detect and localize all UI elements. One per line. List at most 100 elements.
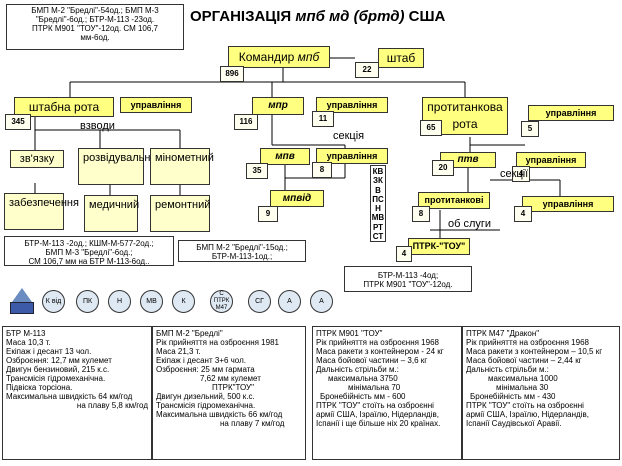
weapons-column: КВ ЗК В ПС Н МВ РТ СТ — [370, 165, 386, 242]
note-line: ПТРК М901 "ТОУ"-12од. СМ 106,7 — [32, 24, 158, 33]
legend-circle: Н — [108, 290, 131, 313]
at-sections-count: 8 — [412, 206, 430, 222]
panel-line: ПТРК "ТОУ" стоїть на озброєнні — [316, 401, 434, 410]
infantry-platoon-box: мпв — [260, 148, 310, 165]
infantry-company-mgmt-box: управління — [316, 97, 388, 113]
panel-line: Озброєння: 12,7 мм кулемет — [6, 356, 112, 365]
panel-line: Дальність стрільби м.: — [466, 365, 549, 374]
note-line: СМ 106,7 мм на БТР М-113-6од.. — [28, 257, 150, 266]
panel-line: мінімальна 30 — [496, 383, 549, 392]
commander-label: Командир — [238, 50, 295, 64]
panel-line: Трансмісія гідромеханічна. — [156, 401, 256, 410]
weapon-code: В — [375, 185, 381, 195]
at-company-mgmt-box: управління — [528, 105, 614, 121]
infantry-platoon-mgmt-count: 8 — [312, 162, 332, 178]
infantry-platoon-count: 35 — [246, 163, 268, 179]
section-label: секція — [333, 130, 365, 142]
hq-equipment-note: БТР-М-113 -2од.; КШМ-М-577-2од.; БМП М-3… — [4, 236, 174, 266]
panel-line: Іспанії Саудівської Аравії. — [466, 419, 562, 428]
legend-circle: К від — [42, 290, 65, 313]
commander-unit: мпб — [297, 50, 320, 64]
weapon-code: КВ — [372, 167, 384, 176]
at-platoon-mgmt-count: 4 — [512, 166, 530, 182]
at-platoon-count: 20 — [432, 160, 454, 176]
note-line: БТР-М-113 -4од; — [377, 271, 439, 280]
panel-ptrk-m47: ПТРК М47 "Дракон" Рік прийняття на озбро… — [462, 326, 620, 460]
at-sections-box: протитанкові — [418, 192, 490, 209]
triangle-icon — [12, 288, 32, 302]
panel-bmp-m2: БМП М-2 "Бредлі" Рік прийняття на озброє… — [152, 326, 306, 460]
legend-circle: ПК — [76, 290, 99, 313]
panel-line: Рік прийняття на озброєння 1981 — [156, 338, 279, 347]
panel-line: БМП М-2 "Бредлі" — [156, 329, 223, 338]
panel-line: армії США, Ізраїлю, Нідерландів, — [466, 410, 589, 419]
top-equipment-note: БМП М-2 "Бредлі"-54од.; БМП М-3 "Бредлі"… — [6, 4, 184, 50]
platoon-repair: ремонтний — [150, 195, 210, 232]
staff-company-mgmt-box: управління — [120, 97, 192, 113]
infantry-platoon-mgmt-box: управління — [316, 148, 388, 164]
commander-box: Командир мпб — [228, 46, 330, 68]
panel-line: ПТРК М901 "ТОУ" — [316, 329, 383, 338]
panel-line: Рік прийняття на озброєння 1968 — [316, 338, 439, 347]
panel-line: Підвіска торсіона. — [6, 383, 73, 392]
weapon-code: ПС — [372, 194, 384, 204]
panel-line: Іспанії і ще більше ніх 20 країнах. — [316, 419, 441, 428]
platoon-mortar: мінометний — [150, 148, 214, 185]
note-line: мм-6од. — [80, 33, 110, 42]
at-company-mgmt-count: 5 — [521, 121, 539, 137]
legend-circle: С ПТРК М47 — [210, 290, 233, 313]
weapon-code: МВ — [371, 213, 385, 223]
sections-label: секції — [500, 168, 529, 180]
panel-line: Рік прийняття на озброєння 1968 — [466, 338, 589, 347]
panel-line: Маса ракети з контейнером - 24 кг — [316, 347, 444, 356]
legend-circle: СГ — [248, 290, 271, 313]
title-plain: ОРГАНІЗАЦІЯ — [190, 8, 292, 25]
panel-line: Дальність стрільби м.: — [316, 365, 399, 374]
staff-company-count: 345 — [5, 114, 31, 130]
panel-line: Бронебійність мм - 430 — [470, 392, 556, 401]
platoon-signal: зв'язку — [10, 150, 64, 168]
at-platoon-mgmt-box: управління — [516, 152, 586, 168]
staff-company-box: штабна рота — [14, 97, 114, 117]
panel-line: Максимальна швидкість 64 км/год — [6, 392, 133, 401]
armored-vehicle-icon — [10, 302, 34, 314]
panel-ptrk-m901: ПТРК М901 "ТОУ" Рік прийняття на озброєн… — [312, 326, 462, 460]
platoon-recon: розвідувальний — [78, 148, 163, 185]
ptrk-count: 4 — [396, 246, 412, 262]
commander-count: 896 — [220, 66, 244, 82]
panel-btr-m113: БТР М-113 Маса 10,3 т. Екіпаж і десант 1… — [2, 326, 152, 460]
platoon-medical: медичний — [84, 195, 139, 232]
legend-circle: А — [278, 290, 301, 313]
infantry-company-mgmt-count: 11 — [312, 111, 334, 127]
staff-box: штаб — [378, 48, 424, 68]
panel-line: Максимальна швидкість 66 км/год — [156, 410, 283, 419]
legend-circle: К — [172, 290, 195, 313]
panel-line: Бронебійність мм - 600 — [320, 392, 406, 401]
panel-line: Маса бойової частини – 2,44 кг — [466, 356, 582, 365]
panel-line: на плаву 7 км/год — [220, 419, 285, 428]
panel-line: Маса 10,3 т. — [6, 338, 51, 347]
note-line: БТР-М-113-1од.; — [211, 252, 273, 261]
note-line: "Бредлі"-6од.; БТР-М-113 -23од. — [35, 15, 155, 24]
weapon-code: СТ — [372, 232, 384, 242]
at-company-count: 65 — [420, 120, 442, 136]
panel-line: Двигун дизельний, 500 к.с. — [156, 392, 255, 401]
at-equipment-note: БТР-М-113 -4од; ПТРК М901 "ТОУ"-12од. — [344, 266, 472, 292]
panel-line: Екіпаж і десант 13 чол. — [6, 347, 92, 356]
platoon-supply: забезпечення — [4, 193, 79, 230]
panel-line: БТР М-113 — [6, 329, 46, 338]
at-sections-mgmt-box: управління — [522, 196, 614, 212]
note-line: ПТРК М901 "ТОУ"-12од. — [363, 280, 453, 289]
weapon-code: РТ — [372, 222, 384, 232]
panel-line: ПТРК "ТОУ" стоїть на озброєнні — [466, 401, 584, 410]
panel-line: максимальна 3750 — [328, 374, 398, 383]
page-title: ОРГАНІЗАЦІЯ мпб мд (бртд) США — [190, 8, 445, 25]
at-company-box: протитанкова рота — [422, 97, 508, 135]
panel-line: Двигун бензиновий, 215 к.с. — [6, 365, 110, 374]
squad-box: мпвід — [270, 190, 324, 207]
panel-line: ПТРК М47 "Дракон" — [466, 329, 540, 338]
panel-line: 7,62 мм кулемет — [200, 374, 261, 383]
crews-label: об слуги — [448, 218, 492, 230]
title-italic: мпб мд (бртд) — [295, 8, 405, 25]
